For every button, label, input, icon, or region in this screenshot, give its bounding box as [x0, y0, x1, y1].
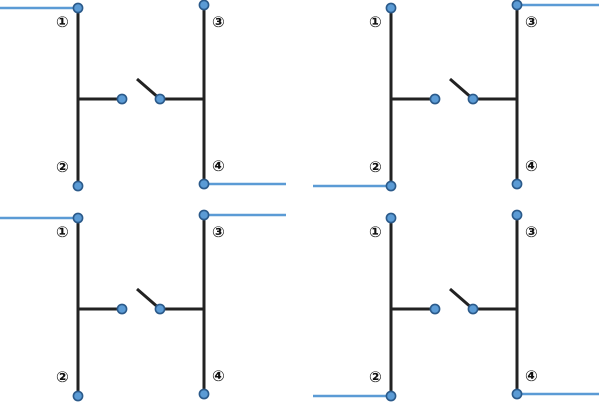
switch-contact-node	[429, 303, 441, 315]
terminal-label-2: ②	[369, 368, 382, 386]
terminal-label-3: ③	[525, 13, 538, 31]
terminal-label-1: ①	[56, 13, 69, 31]
terminal-label-2: ②	[369, 158, 382, 176]
switch-contact-node	[429, 93, 441, 105]
terminal-label-1: ①	[369, 223, 382, 241]
panel-top-right: ① ② ③ ④	[313, 0, 599, 192]
switch-pivot-node	[467, 93, 479, 105]
terminal-4-node	[511, 388, 523, 400]
terminal-1-node	[385, 212, 397, 224]
switch-pivot-node	[467, 303, 479, 315]
terminal-label-4: ④	[525, 367, 538, 385]
switch-pivot-node	[154, 93, 166, 105]
terminal-4-node	[198, 178, 210, 190]
terminal-label-2: ②	[56, 158, 69, 176]
terminal-4-node	[511, 178, 523, 190]
terminal-3-node	[511, 0, 523, 11]
terminal-2-node	[72, 180, 84, 192]
terminal-3-node	[198, 209, 210, 221]
terminal-label-1: ①	[369, 13, 382, 31]
terminal-label-3: ③	[212, 13, 225, 31]
terminal-2-node	[72, 390, 84, 402]
terminal-label-4: ④	[212, 367, 225, 385]
terminal-2-node	[385, 390, 397, 402]
panel-top-left: ① ② ③ ④	[0, 0, 286, 192]
terminal-label-2: ②	[56, 368, 69, 386]
terminal-1-node	[385, 2, 397, 14]
terminal-label-4: ④	[525, 157, 538, 175]
terminal-3-node	[511, 209, 523, 221]
switch-contact-node	[116, 303, 128, 315]
panel-bottom-left: ① ② ③ ④	[0, 209, 286, 402]
switch-pivot-node	[154, 303, 166, 315]
terminal-1-node	[72, 2, 84, 14]
terminal-2-node	[385, 180, 397, 192]
switch-contact-node	[116, 93, 128, 105]
terminal-label-4: ④	[212, 157, 225, 175]
terminal-label-1: ①	[56, 223, 69, 241]
terminal-label-3: ③	[525, 223, 538, 241]
terminal-3-node	[198, 0, 210, 11]
terminal-1-node	[72, 212, 84, 224]
terminal-4-node	[198, 388, 210, 400]
panel-bottom-right: ① ② ③ ④	[313, 209, 599, 402]
terminal-label-3: ③	[212, 223, 225, 241]
